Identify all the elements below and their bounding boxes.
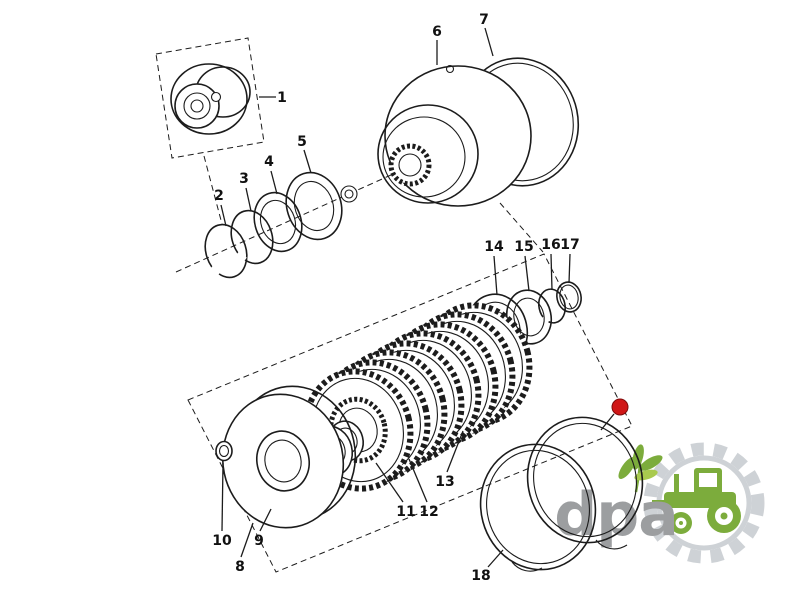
selection-marker bbox=[600, 398, 629, 431]
brand-text: dpa bbox=[554, 480, 677, 550]
callouts: 1 2 3 4 5 6 7 8 9 10 11 12 13 14 15 16 1… bbox=[212, 12, 579, 584]
spring-rings-part-18 bbox=[479, 416, 644, 572]
red-dot-marker bbox=[611, 398, 629, 416]
tractor-icon bbox=[652, 468, 741, 534]
pressure-plate-part-9 bbox=[221, 385, 357, 529]
dashed-guides bbox=[155, 37, 633, 573]
watermark: dpa bbox=[554, 442, 765, 564]
wheat-leaf bbox=[618, 456, 636, 480]
snap-ring-part-2 bbox=[204, 223, 248, 279]
wheat-leaf bbox=[634, 469, 658, 481]
gear-teeth bbox=[643, 442, 765, 564]
wheat-leaf bbox=[639, 455, 663, 471]
tractor-front-axle bbox=[652, 500, 666, 508]
small-ring-bore bbox=[344, 189, 354, 199]
dashed-axis-3 bbox=[499, 202, 544, 253]
callout-10: 10 bbox=[212, 533, 232, 549]
callout-3: 3 bbox=[239, 171, 249, 187]
tractor-window bbox=[699, 473, 717, 487]
small-ring bbox=[340, 185, 358, 203]
callout-8: 8 bbox=[235, 559, 245, 575]
ring-part-5 bbox=[285, 171, 358, 241]
ring-hook bbox=[511, 561, 543, 572]
seal-ring-part-4 bbox=[253, 191, 303, 253]
callout-2: 2 bbox=[214, 188, 224, 204]
dashed-axis-1 bbox=[203, 155, 223, 225]
callout-11: 11 bbox=[396, 504, 415, 520]
callout-14: 14 bbox=[484, 239, 504, 255]
callout-1: 1 bbox=[277, 90, 287, 106]
callout-12: 12 bbox=[419, 504, 438, 520]
callout-7: 7 bbox=[479, 12, 489, 28]
callout-18: 18 bbox=[471, 568, 490, 584]
snap-ring-part-3 bbox=[230, 209, 274, 265]
ring-gap bbox=[235, 251, 247, 263]
drum-rim-hole bbox=[445, 64, 455, 74]
dashed-axis-2 bbox=[175, 169, 403, 273]
piston-assembly-part-1 bbox=[170, 63, 251, 135]
callout-13: 13 bbox=[435, 474, 454, 490]
callout-6: 6 bbox=[432, 24, 442, 40]
callout-4: 4 bbox=[264, 154, 274, 170]
ring-hook bbox=[595, 539, 628, 550]
clutch-drum-part-6 bbox=[377, 64, 532, 207]
ring-gap bbox=[209, 265, 221, 277]
tractor-exhaust bbox=[674, 474, 679, 492]
ring-part-17 bbox=[556, 281, 582, 313]
tractor-front-hub bbox=[679, 521, 683, 525]
callout-17: 17 bbox=[560, 237, 579, 253]
callout-9: 9 bbox=[254, 533, 264, 549]
tractor-rear-hub bbox=[720, 512, 728, 520]
dashed-box-part1 bbox=[155, 37, 265, 159]
callout-5: 5 bbox=[297, 134, 307, 150]
bushing-part-10 bbox=[215, 440, 233, 462]
callout-16: 16 bbox=[541, 237, 560, 253]
marker-leader-line bbox=[600, 413, 615, 431]
callout-15: 15 bbox=[514, 239, 533, 255]
